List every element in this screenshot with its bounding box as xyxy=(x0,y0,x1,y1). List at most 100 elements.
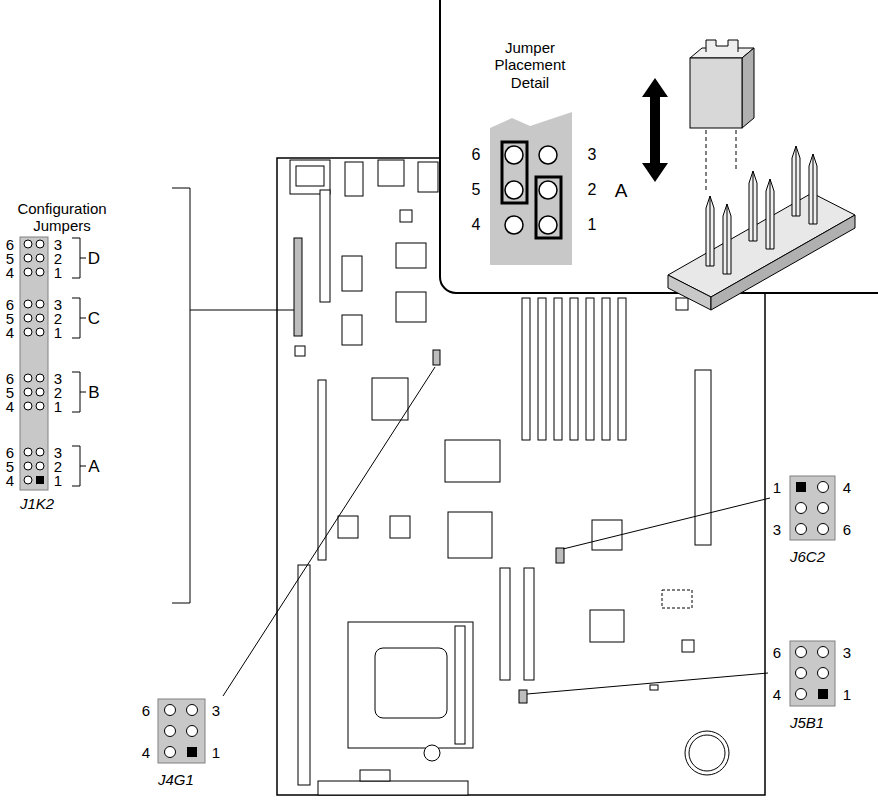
jumper-pin xyxy=(796,503,807,514)
jumper-cap xyxy=(690,58,742,128)
inset-pin xyxy=(505,146,557,234)
jumper-block: J6C2 xyxy=(790,476,835,540)
leader-line xyxy=(72,446,86,486)
dashed-component xyxy=(662,590,692,608)
jumper-id: J6C2 xyxy=(790,548,825,565)
board-component xyxy=(342,315,362,345)
pin-number: 4 xyxy=(6,399,14,414)
leader-line xyxy=(72,298,86,338)
jumper-pin xyxy=(24,240,32,248)
board-component xyxy=(685,731,729,775)
jumper-pin xyxy=(818,503,829,514)
inset-pin xyxy=(505,181,523,199)
jumper-block xyxy=(790,476,835,540)
header-post xyxy=(809,154,817,224)
jumper-pin xyxy=(818,482,829,493)
pin-number: 3 xyxy=(212,703,220,718)
board-component xyxy=(372,378,408,420)
pin-number: 6 xyxy=(472,147,481,163)
jumper-pin xyxy=(36,402,44,410)
board-component xyxy=(676,298,688,310)
jumper-block xyxy=(158,699,205,763)
header-post xyxy=(749,171,757,241)
header-post xyxy=(706,146,817,274)
pin-number: 6 xyxy=(6,371,14,386)
jumper-pin xyxy=(818,524,829,535)
board-component xyxy=(445,440,500,482)
jumper-pin xyxy=(24,462,32,470)
inset-header xyxy=(490,112,572,265)
inset-header xyxy=(490,112,572,265)
board-component xyxy=(418,162,438,192)
inset-title: Jumper Placement Detail xyxy=(487,39,573,91)
board-component xyxy=(695,370,711,545)
header-post xyxy=(706,196,714,266)
pin-number: 3 xyxy=(773,522,781,537)
jumper-pin xyxy=(187,726,198,737)
jumper-pin xyxy=(24,388,32,396)
jumper-pin xyxy=(818,668,829,679)
leader-line xyxy=(72,372,86,412)
inset-panel: Jumper Placement Detail xyxy=(440,0,878,293)
board-component xyxy=(348,622,473,748)
jumper-pin xyxy=(24,448,32,456)
jumper-block xyxy=(20,237,48,490)
board-component xyxy=(554,298,562,440)
board-component xyxy=(290,160,330,194)
pin-number: 1 xyxy=(54,399,62,414)
board-component xyxy=(390,516,410,538)
jumper-pin xyxy=(796,647,807,658)
jumper-pin xyxy=(796,668,807,679)
pin-number: 6 xyxy=(773,645,781,660)
pin-number: 3 xyxy=(54,445,62,460)
pin-number: 6 xyxy=(6,445,14,460)
header-post xyxy=(723,204,731,274)
board-component xyxy=(396,243,426,268)
jumper-pin xyxy=(24,314,32,322)
pin-number: 1 xyxy=(843,687,851,702)
jumper-id: J5B1 xyxy=(790,714,824,731)
pin-number: 2 xyxy=(588,182,597,198)
pin-one-marker xyxy=(36,476,44,484)
jumper-pin xyxy=(165,705,176,716)
pin-number: 4 xyxy=(773,687,781,702)
pin-number: 5 xyxy=(6,251,14,266)
jumper-pin xyxy=(36,448,44,456)
guide-line xyxy=(706,130,736,190)
jumper-pin xyxy=(796,689,807,700)
jumper-pin xyxy=(818,647,829,658)
pin-number: 3 xyxy=(54,297,62,312)
jumper-pin xyxy=(24,328,32,336)
pin-number: 5 xyxy=(6,459,14,474)
pin-number: 5 xyxy=(6,385,14,400)
pin-number: 1 xyxy=(773,480,781,495)
board-component xyxy=(296,166,324,186)
jumper-pin xyxy=(796,524,807,535)
jumper-pin xyxy=(24,300,32,308)
inset-pin xyxy=(539,216,557,234)
double-arrow xyxy=(642,78,668,182)
pin-number: 2 xyxy=(54,251,62,266)
board-component xyxy=(524,568,534,680)
pin-one-marker xyxy=(796,482,806,492)
jumper-outline xyxy=(502,142,527,203)
board-component xyxy=(592,520,622,550)
pin-number: 6 xyxy=(6,237,14,252)
pin-number: 4 xyxy=(6,473,14,488)
pin-number: 1 xyxy=(212,745,220,760)
pin-number: 3 xyxy=(588,147,597,163)
board-component xyxy=(424,745,440,761)
board-component xyxy=(320,190,330,302)
leader-line xyxy=(563,498,770,549)
jumper-pin xyxy=(36,240,44,248)
jumper-id: J4G1 xyxy=(158,771,194,788)
jumper-pin xyxy=(36,254,44,262)
jumper-pin xyxy=(187,705,198,716)
board-component xyxy=(345,162,363,196)
jumper-outline xyxy=(502,142,561,238)
jumper-block: Configuration JumpersJ1K2 xyxy=(20,237,48,490)
pin-number: 5 xyxy=(6,311,14,326)
jumper-pin xyxy=(165,747,176,758)
guide-line xyxy=(706,130,736,190)
board-component xyxy=(338,516,358,538)
